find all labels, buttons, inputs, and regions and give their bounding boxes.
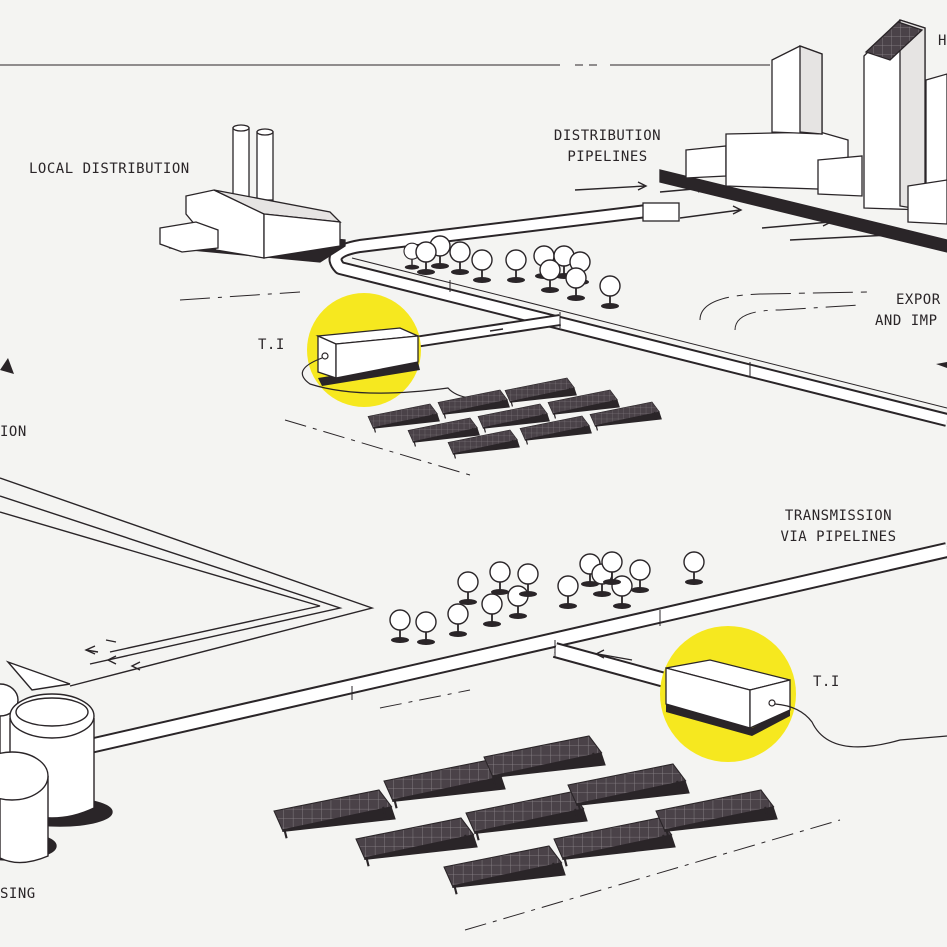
partial-structure-left xyxy=(0,358,14,374)
label-distribution-pipelines-line1: DISTRIBUTION xyxy=(553,128,662,144)
solar-field-upper xyxy=(367,377,663,460)
label-h-partial: H xyxy=(938,33,947,49)
storage-tanks xyxy=(0,683,113,864)
label-ion-partial: ION xyxy=(0,424,27,440)
pipeline-valve-box xyxy=(642,202,680,222)
partial-structure-right xyxy=(936,362,947,368)
factory xyxy=(159,124,346,263)
ti-unit-bottom xyxy=(660,626,947,762)
label-export-line2: AND IMP xyxy=(875,313,938,329)
label-sing-partial: SING xyxy=(0,886,36,902)
label-transmission-line2: VIA PIPELINES xyxy=(780,529,897,545)
label-export-line1: EXPOR xyxy=(896,292,941,308)
label-distribution-pipelines-line2: PIPELINES xyxy=(567,149,648,165)
lower-pipeline xyxy=(88,542,947,754)
left-pipelines xyxy=(0,477,375,691)
label-local-distribution: LOCAL DISTRIBUTION xyxy=(29,161,190,177)
label-ti-top: T.I xyxy=(258,337,285,353)
solar-field-lower xyxy=(272,734,779,896)
city-buildings xyxy=(659,19,947,253)
trees-lower xyxy=(389,551,705,646)
ti-unit-top xyxy=(301,293,471,407)
upper-pipeline xyxy=(328,203,947,427)
ground-lines xyxy=(0,64,871,931)
label-transmission-line1: TRANSMISSION xyxy=(784,508,893,524)
left-pipeline-arrowheads xyxy=(84,645,141,671)
label-ti-bottom: T.I xyxy=(813,674,840,690)
